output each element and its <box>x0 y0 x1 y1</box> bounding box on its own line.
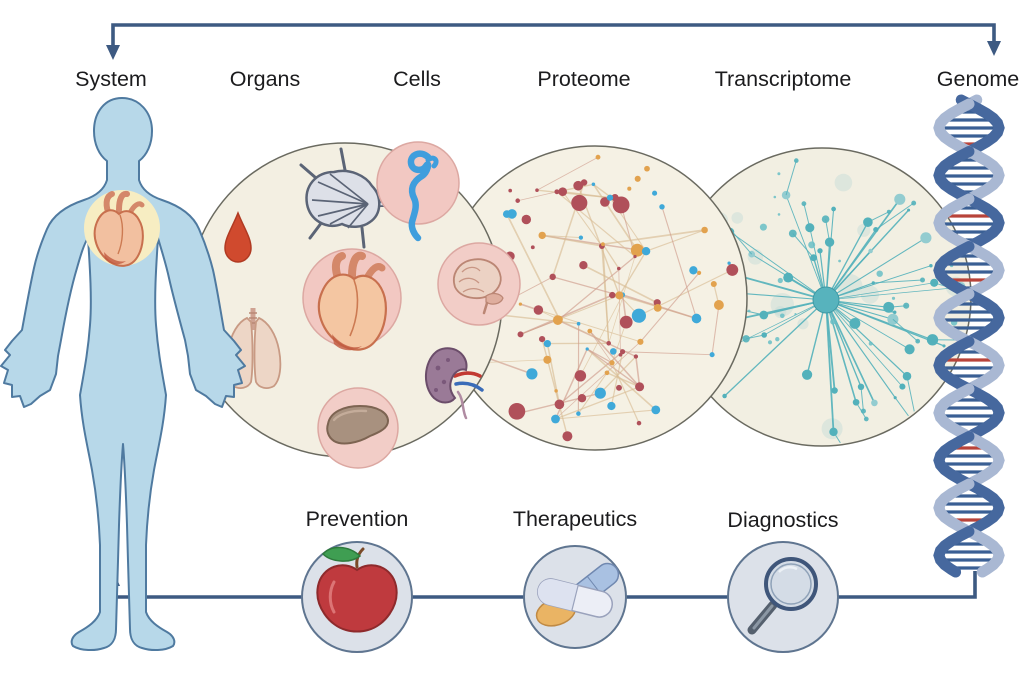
diagnostics-badge <box>727 541 839 653</box>
brain-icon <box>437 242 521 326</box>
arrowhead-down-icon <box>106 45 120 60</box>
label-diagnostics: Diagnostics <box>727 508 838 532</box>
organs-circle <box>187 141 521 469</box>
arrowhead-down-icon <box>987 41 1001 56</box>
label-therapeutics: Therapeutics <box>513 507 637 531</box>
dna-helix-icon <box>933 94 1005 578</box>
arrow-line <box>111 23 996 47</box>
heart-organ-icon <box>302 248 402 351</box>
prevention-badge <box>301 541 413 653</box>
label-proteome: Proteome <box>537 67 630 91</box>
pills-icon <box>535 562 620 627</box>
apple-icon <box>316 546 398 633</box>
proteome-network <box>457 154 739 442</box>
chest-heart-icon <box>93 190 145 267</box>
kidney-icon <box>425 347 484 420</box>
label-genome: Genome <box>937 67 1019 91</box>
label-cells: Cells <box>393 67 441 91</box>
label-system: System <box>75 67 147 91</box>
label-organs: Organs <box>230 67 301 91</box>
magnifying-glass-icon <box>747 557 818 635</box>
human-body-icon <box>0 97 246 652</box>
label-transcriptome: Transcriptome <box>715 67 852 91</box>
vessel-icon <box>376 141 460 242</box>
label-prevention: Prevention <box>306 507 409 531</box>
therapeutics-badge <box>523 545 627 649</box>
proteome-circle <box>442 145 748 451</box>
blood-drop-icon <box>224 210 252 263</box>
labels: System Organs Cells Proteome Transcripto… <box>75 67 1019 532</box>
top-flow-arrow <box>106 23 1001 60</box>
liver-icon <box>317 387 399 469</box>
